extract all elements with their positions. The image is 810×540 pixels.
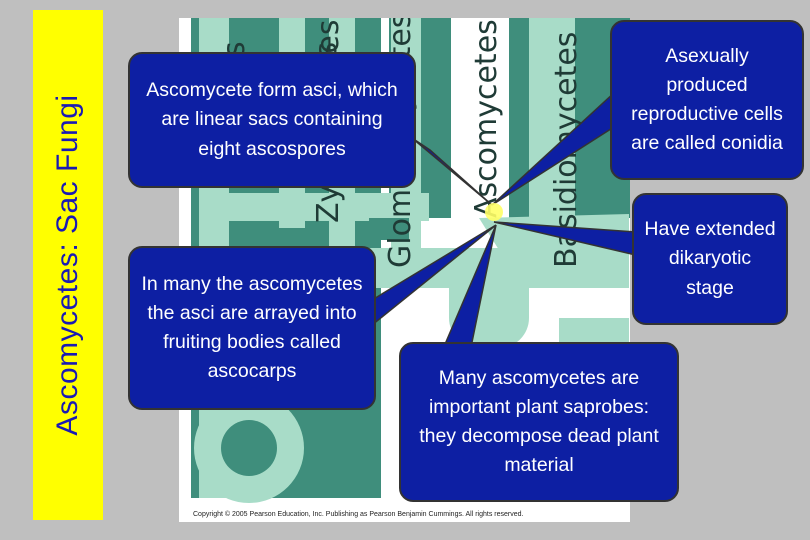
pointer-dikaryotic [493,221,641,257]
callout-ascocarps: In many the ascomycetes the asci are arr… [128,246,376,410]
callout-saprobes: Many ascomycetes are important plant sap… [399,342,679,502]
callout-asci: Ascomycete form asci, which are linear s… [128,52,416,188]
copyright-notice: Copyright © 2005 Pearson Education, Inc.… [193,511,524,518]
callout-dikaryotic: Have extended dikaryotic stage [632,193,788,325]
callout-conidia: Asexually produced reproductive cells ar… [610,20,804,180]
pointer-conidia [491,90,629,206]
title-bar [33,10,103,520]
pointer-asci [411,137,493,206]
